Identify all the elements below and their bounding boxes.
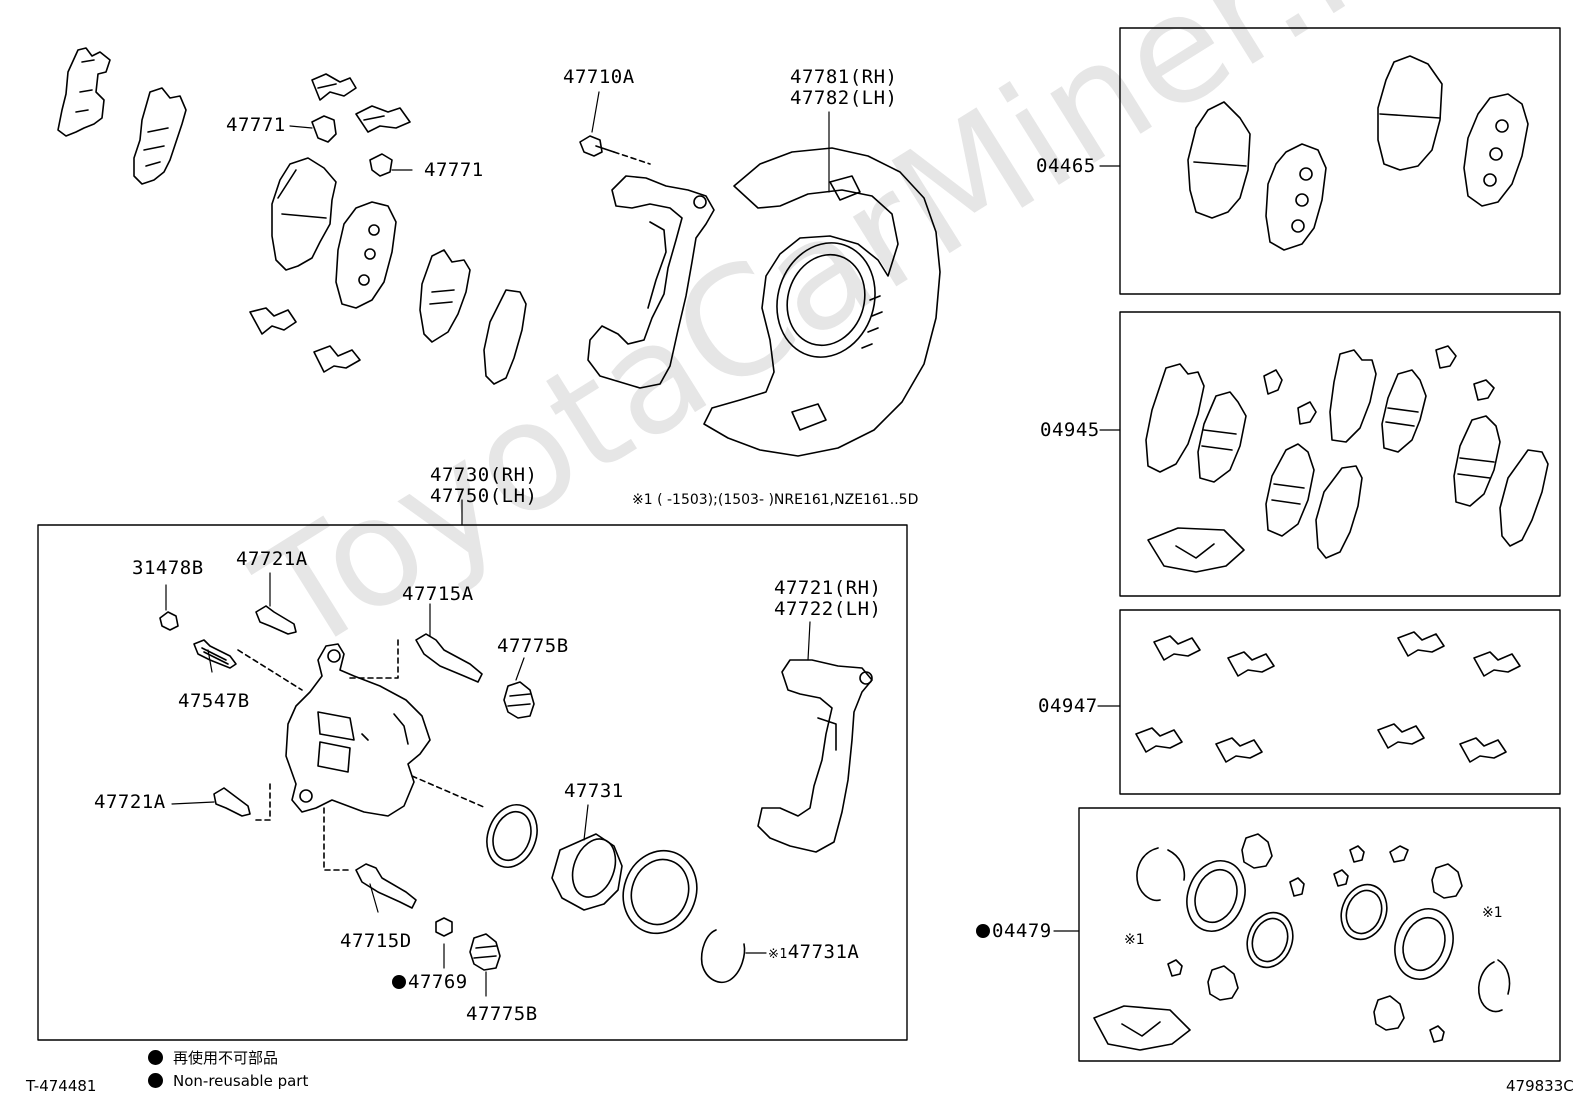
label-04947: 04947	[1038, 695, 1098, 717]
kit-04479-seals	[1093, 833, 1511, 1051]
piston	[551, 833, 623, 911]
diagram-ref-left: T-474481	[26, 1077, 97, 1095]
anti-squeal-shim-top-left-2	[133, 87, 187, 185]
caliper-assembly-frame	[37, 524, 908, 1041]
legend-en-text: Non-reusable part	[173, 1072, 309, 1090]
caliper-bracket-top	[587, 175, 715, 389]
kit-mark-right: ※1	[1482, 905, 1503, 921]
pad-wear-clip-47771-b	[369, 153, 393, 177]
label-04465: 04465	[1036, 155, 1096, 177]
cylinder-boot	[622, 849, 698, 935]
bleeder-cap-31478b	[159, 611, 179, 631]
label-47722-lh: 47722(LH)	[774, 598, 882, 620]
anti-squeal-shim-back	[483, 289, 527, 385]
label-47710a: 47710A	[563, 66, 635, 88]
kit-mark-left: ※1	[1124, 932, 1145, 948]
label-04479: 04479	[976, 922, 1052, 941]
pad-wear-clip-47771-a	[311, 115, 337, 143]
diagram-ref-right: 479833C	[1506, 1077, 1574, 1095]
caliper-bracket-47721-47722	[757, 659, 873, 853]
slide-pin-47715d	[355, 863, 417, 909]
note-applicability: ※1 ( -1503);(1503- )NRE161,NZE161..5D	[632, 492, 919, 508]
label-47782-lh: 47782(LH)	[790, 87, 898, 109]
label-47715a: 47715A	[402, 583, 474, 605]
boot-47775b-bottom	[469, 933, 501, 971]
label-47731a: ※147731A	[768, 943, 859, 962]
label-47731a-mark: ※1	[768, 947, 788, 962]
label-47721a-top: 47721A	[236, 548, 308, 570]
label-04479-text: 04479	[992, 920, 1052, 942]
legend-english: Non-reusable part	[148, 1072, 308, 1090]
label-47730-rh: 47730(RH)	[430, 464, 538, 486]
caliper-cylinder	[285, 643, 431, 817]
kit-04947-clips	[1135, 631, 1521, 763]
disc-brake-dust-cover	[703, 147, 941, 457]
legend-japanese: 再使用不可部品	[148, 1047, 278, 1068]
kit-04945-shims	[1145, 345, 1549, 573]
anti-squeal-shim-top-left	[57, 47, 111, 137]
label-47715d: 47715D	[340, 930, 412, 952]
label-47721-rh: 47721(RH)	[774, 577, 882, 599]
mounting-bolt-47710a	[579, 135, 651, 165]
label-47750-lh: 47750(LH)	[430, 485, 538, 507]
grease-packet-04479	[1093, 1005, 1191, 1051]
piston-seal-47731	[486, 804, 538, 868]
label-47781-47782: 47781(RH) 47782(LH)	[790, 67, 897, 109]
set-ring-47731a	[700, 929, 746, 984]
label-31478b: 31478B	[132, 557, 204, 579]
kit-04945-frame	[1119, 311, 1561, 597]
slide-bolt-47721a-top	[255, 605, 297, 635]
kit-04947-frame	[1119, 609, 1561, 795]
label-47771-a: 47771	[226, 114, 286, 136]
legend-dot	[148, 1073, 163, 1088]
label-47721-47722: 47721(RH) 47722(LH)	[774, 578, 881, 620]
label-47731: 47731	[564, 780, 624, 802]
label-47775b-top: 47775B	[497, 635, 569, 657]
slide-bolt-47721a-mid	[213, 787, 251, 817]
kit-04479-frame	[1078, 807, 1561, 1062]
label-47771-b: 47771	[424, 159, 484, 181]
anti-squeal-shim-inner	[419, 249, 471, 343]
kit-04465-frame	[1119, 27, 1561, 295]
label-47769-text: 47769	[408, 971, 468, 993]
dashed-leader-piston	[411, 775, 487, 809]
legend-dot	[148, 1050, 163, 1065]
boot-47775b-top	[503, 681, 535, 719]
brake-pad-outer	[271, 157, 337, 271]
legend-jp-text: 再使用不可部品	[173, 1049, 279, 1067]
slide-pin-47715a	[415, 633, 483, 683]
pad-support-clips-top	[311, 73, 411, 133]
label-47731a-text: 47731A	[787, 941, 860, 963]
brake-pad-inner	[335, 201, 397, 309]
label-47721a-mid: 47721A	[94, 791, 166, 813]
bleeder-plug-47547b	[193, 639, 237, 669]
kit-04465-pads	[1187, 55, 1529, 251]
label-04945: 04945	[1040, 419, 1100, 441]
non-reusable-mark	[392, 975, 406, 989]
label-47769: 47769	[392, 973, 468, 992]
label-47775b-bottom: 47775B	[466, 1003, 538, 1025]
label-47730-47750: 47730(RH) 47750(LH)	[430, 465, 537, 507]
label-47547b: 47547B	[178, 690, 250, 712]
leader-lines	[165, 91, 1121, 997]
dashed-leader-upper	[237, 639, 399, 691]
grease-packet-04945	[1147, 527, 1245, 573]
label-47781-rh: 47781(RH)	[790, 66, 898, 88]
non-reusable-mark	[976, 924, 990, 938]
bushing-47769	[435, 917, 453, 937]
dashed-leader-lower	[251, 783, 351, 871]
shim-clips-lower	[249, 307, 361, 373]
